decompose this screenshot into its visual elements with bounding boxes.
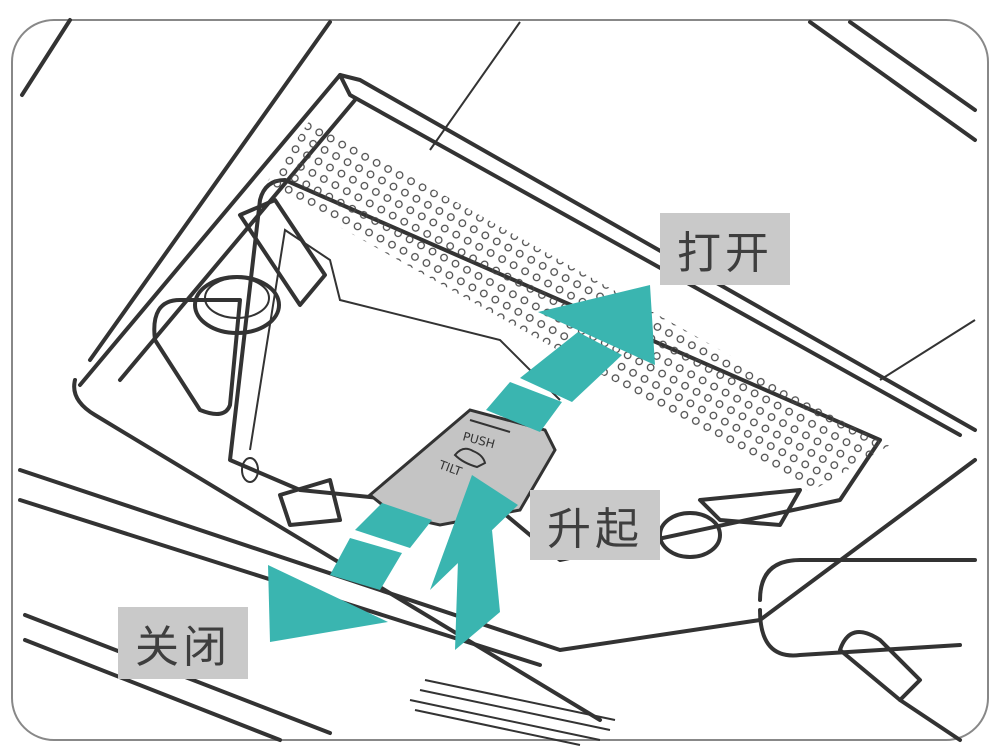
close-label: 关闭 [118,607,248,679]
close-arrow-head [268,565,388,642]
sunroof-switch: PUSH TILT [367,408,557,527]
tilt-arrow-head [430,475,518,590]
frame [11,19,989,741]
tilt-arrow-shaft [455,530,500,650]
open-arrow-head [538,285,655,365]
open-label: 打开 [660,213,790,285]
open-arrow-shaft [486,382,562,432]
open-arrow [486,285,655,432]
close-arrow-shaft [355,503,432,548]
close-arrow [268,503,432,642]
tilt-arrow [430,475,518,650]
open-arrow-shaft [520,332,622,402]
tilt-up-label: 升起 [530,490,660,560]
close-arrow-shaft [330,538,402,590]
